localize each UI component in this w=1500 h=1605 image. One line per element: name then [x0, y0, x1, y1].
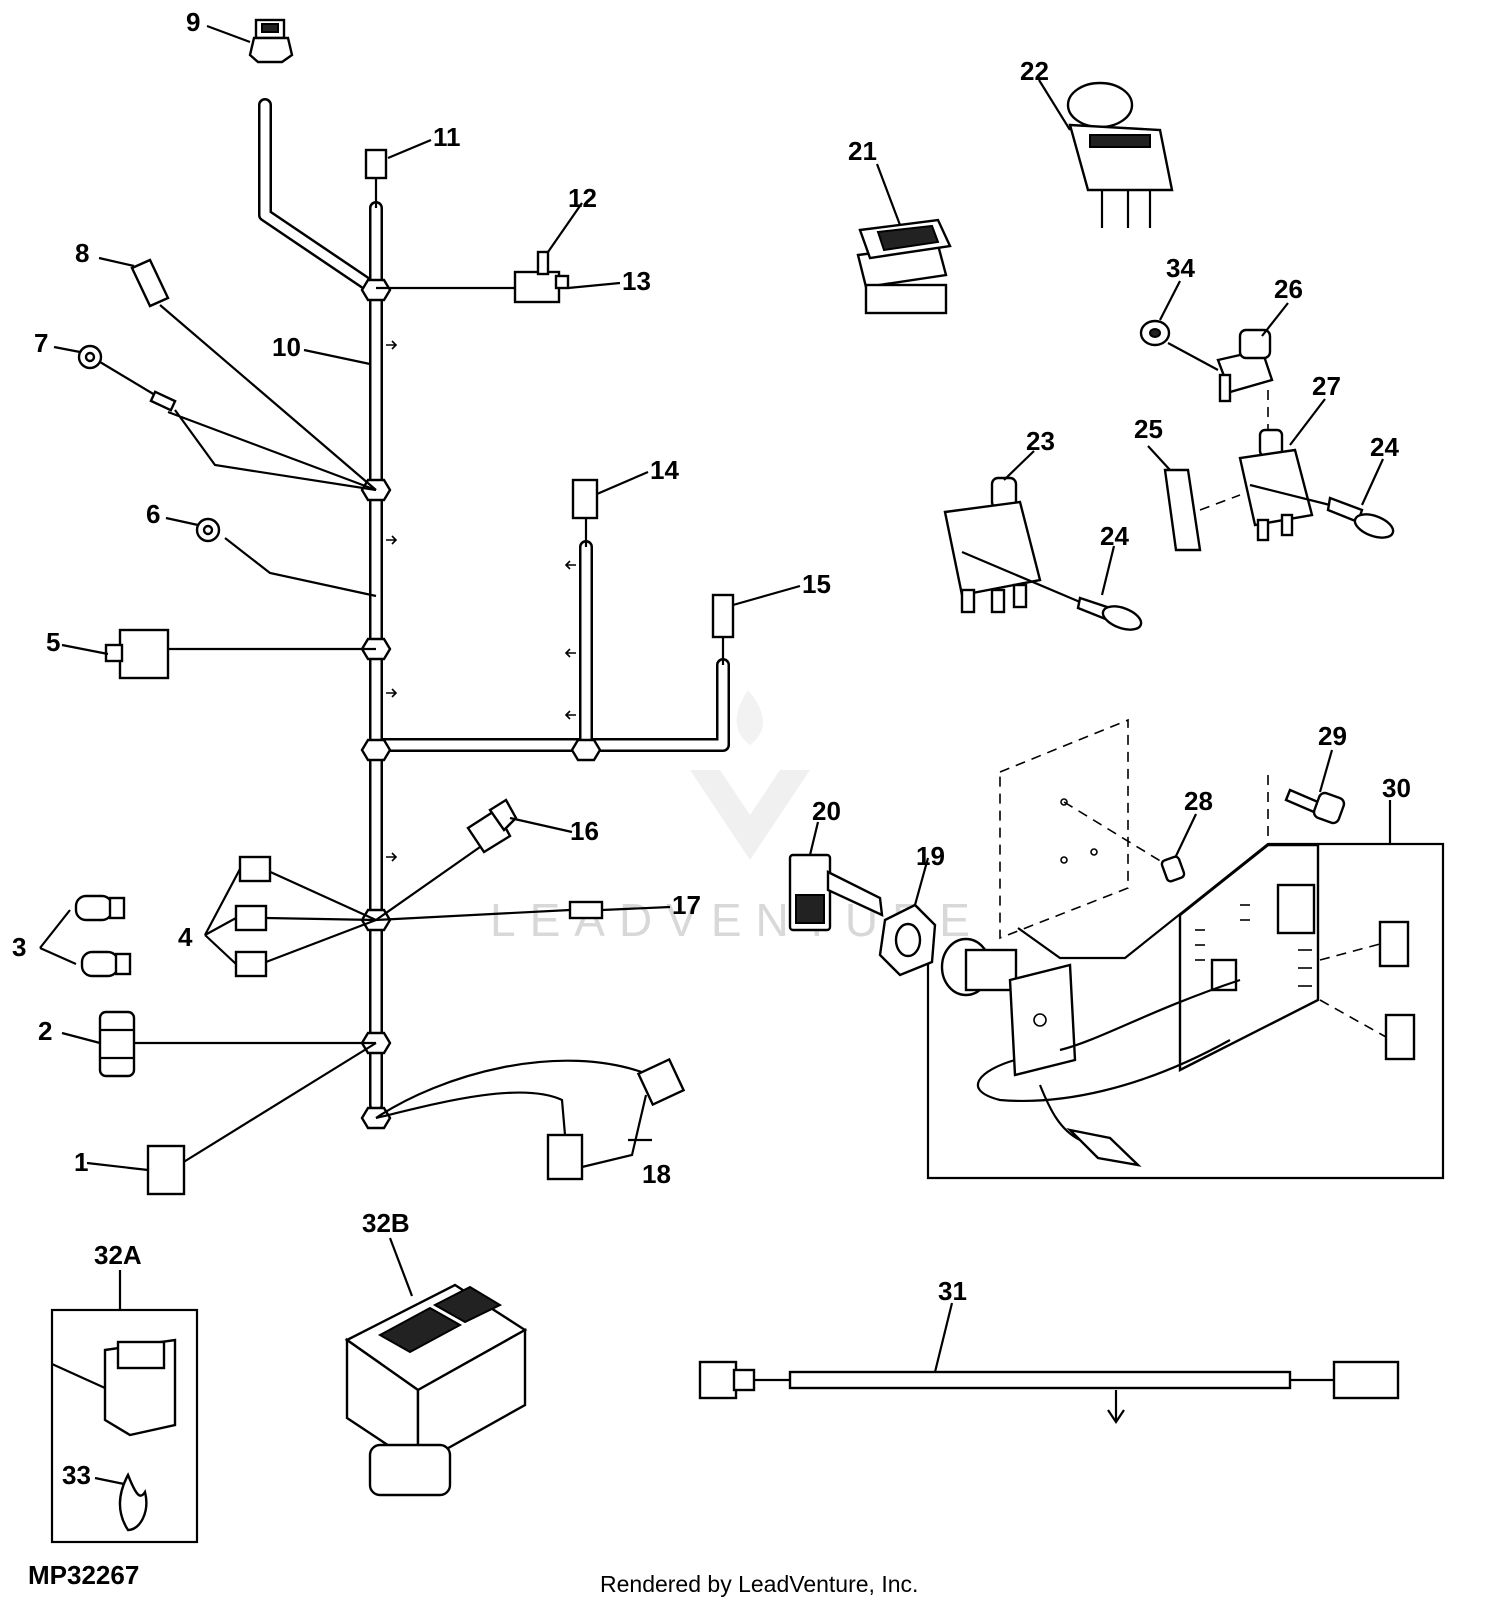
callout-5: 5: [46, 627, 60, 657]
callout-32b: 32B: [362, 1208, 410, 1238]
callout-27: 27: [1312, 371, 1341, 401]
callout-leaders: [53, 24, 1392, 1486]
module-box-30: [926, 842, 1445, 1180]
callout-23: 23: [1026, 426, 1055, 456]
pto-switch-22: [1066, 81, 1174, 228]
pin-24-upper: [1326, 496, 1395, 539]
connector-14: [571, 478, 599, 547]
callout-29: 29: [1318, 721, 1347, 751]
connector-5: [104, 628, 170, 680]
callout-34: 34: [1166, 253, 1195, 283]
screw-29: [1267, 775, 1346, 840]
mounting-panel: [999, 718, 1163, 940]
washer-34: [1139, 319, 1219, 371]
connector-2: [98, 1010, 136, 1078]
callout-10: 10: [272, 332, 301, 362]
connector-17: [568, 900, 604, 920]
ring-terminal-7: [77, 344, 177, 412]
battery-32b: [344, 1283, 528, 1497]
callout-labels: 1 2 3 4 5 6 7 8 9 10 11 12 13 14 15 16 1…: [12, 7, 1411, 1490]
switch-23: [943, 476, 1081, 614]
drawing-code: MP32267: [28, 1560, 139, 1590]
callout-21: 21: [848, 136, 877, 166]
callout-31: 31: [938, 1276, 967, 1306]
harness-31: [698, 1360, 1400, 1424]
fuse-box-32a: [50, 1308, 199, 1544]
callout-15: 15: [802, 569, 831, 599]
callout-13: 13: [622, 266, 651, 296]
callout-9: 9: [186, 7, 200, 37]
branch-wires: [130, 286, 651, 1164]
callout-25: 25: [1134, 414, 1163, 444]
bulbs-3: [39, 894, 132, 978]
callout-17: 17: [672, 890, 701, 920]
connector-11: [364, 148, 388, 208]
callout-18: 18: [642, 1159, 671, 1189]
callout-4: 4: [178, 922, 193, 952]
callout-19: 19: [916, 841, 945, 871]
connector-1: [146, 1144, 186, 1196]
callout-20: 20: [812, 796, 841, 826]
terminal-8: [130, 258, 170, 308]
connectors-18: [546, 1057, 686, 1181]
render-credit: Rendered by LeadVenture, Inc.: [600, 1571, 918, 1597]
callout-12: 12: [568, 183, 597, 213]
callout-1: 1: [74, 1147, 88, 1177]
callout-14: 14: [650, 455, 679, 485]
callout-32a: 32A: [94, 1240, 142, 1270]
switch-26: [1216, 328, 1274, 445]
switch-27: [1238, 428, 1331, 542]
callout-33: 33: [62, 1460, 91, 1490]
pin-24-lower: [1076, 596, 1143, 631]
connector-9: [248, 18, 294, 64]
callout-2: 2: [38, 1016, 52, 1046]
main-wiring-harness: [258, 98, 730, 1130]
rocker-switch-21: [856, 218, 952, 315]
connector-16: [466, 798, 518, 854]
callout-6: 6: [146, 499, 160, 529]
callout-24-upper: 24: [1370, 432, 1399, 462]
connectors-4: [204, 855, 272, 978]
callout-22: 22: [1020, 56, 1049, 86]
callout-7: 7: [34, 328, 48, 358]
callout-30: 30: [1382, 773, 1411, 803]
spacer-28: [1160, 855, 1186, 883]
callout-3: 3: [12, 932, 26, 962]
ring-terminal-6: [195, 517, 221, 543]
connector-15: [711, 593, 735, 665]
callout-28: 28: [1184, 786, 1213, 816]
callout-16: 16: [570, 816, 599, 846]
callout-26: 26: [1274, 274, 1303, 304]
callout-24-lower: 24: [1100, 521, 1129, 551]
callout-8: 8: [75, 238, 89, 268]
plate-25: [1163, 468, 1241, 552]
connector-12-13: [513, 250, 570, 304]
callout-11: 11: [433, 122, 461, 152]
watermark-logo: [690, 690, 810, 860]
